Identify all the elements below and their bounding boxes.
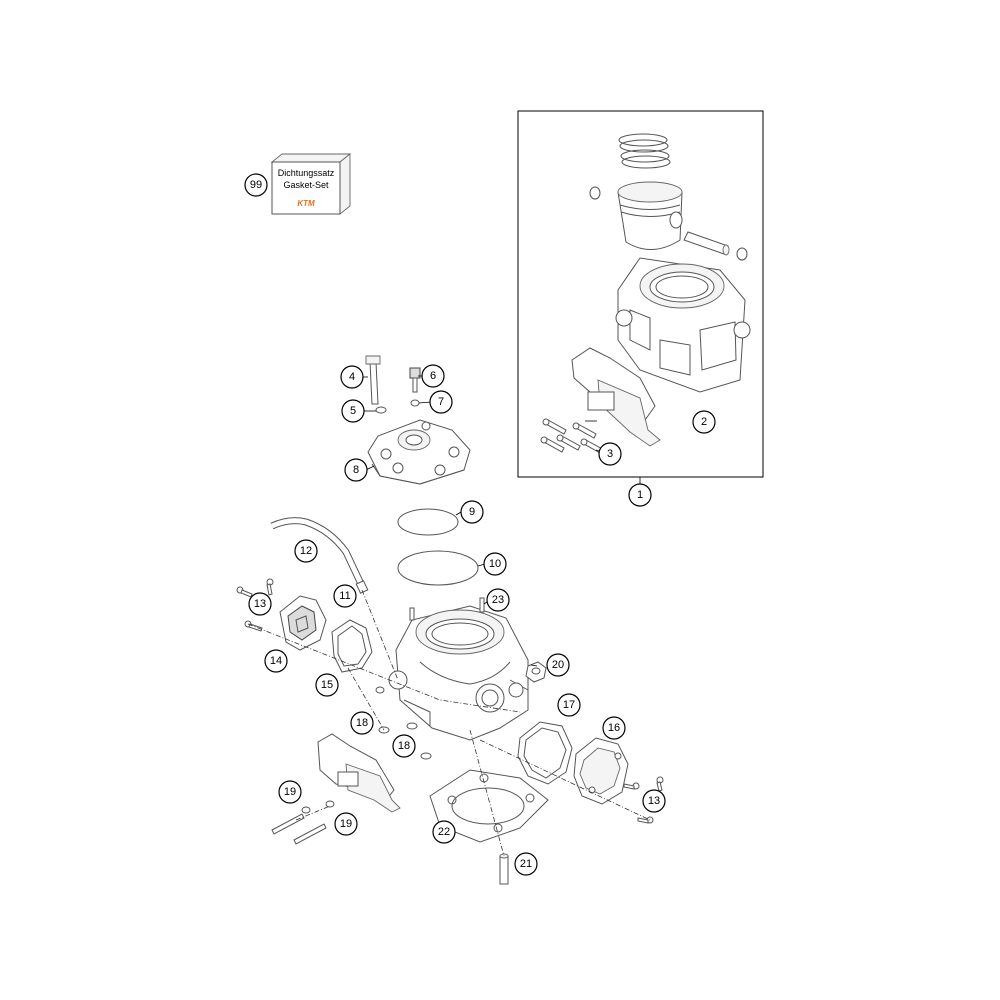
washer-7: [410, 399, 420, 407]
callout-17: 17: [557, 693, 581, 717]
axis-line-18: [347, 667, 385, 731]
svg-text:99: 99: [250, 179, 262, 191]
callout-21: 21: [514, 852, 538, 876]
exhaust-flange: [317, 733, 401, 813]
cylinder-head: [367, 419, 471, 485]
callout-13-right: 13: [642, 789, 666, 813]
kit-exhaust-cover: [571, 347, 661, 447]
washer-18a: [378, 726, 390, 734]
left-cover: [279, 595, 327, 651]
svg-text:19: 19: [284, 786, 296, 798]
right-screws: [623, 776, 664, 824]
svg-text:9: 9: [469, 506, 475, 518]
svg-text:10: 10: [489, 558, 501, 570]
svg-text:16: 16: [608, 722, 620, 734]
main-cylinder: [388, 605, 529, 741]
svg-text:1: 1: [637, 489, 643, 501]
callout-18-left: 18: [350, 711, 374, 735]
stud-left: [409, 607, 415, 621]
svg-text:18: 18: [398, 740, 410, 752]
svg-text:13: 13: [648, 795, 660, 807]
ktm-logo: KTM: [297, 199, 315, 208]
piston: [617, 181, 683, 250]
callout-14: 14: [264, 649, 288, 673]
left-gasket: [331, 619, 373, 673]
piston-pin: [683, 231, 730, 256]
callout-23: 23: [486, 588, 510, 612]
callout-1: 1: [628, 483, 652, 507]
callout-4: 4: [340, 365, 364, 389]
breather-hose: [270, 517, 369, 594]
exhaust-bolts: [271, 800, 335, 845]
svg-text:3: 3: [607, 448, 613, 460]
svg-text:14: 14: [270, 655, 282, 667]
dowel-pin: [499, 853, 509, 885]
svg-text:23: 23: [492, 594, 504, 606]
svg-text:15: 15: [321, 679, 333, 691]
svg-text:6: 6: [430, 370, 436, 382]
callout-10: 10: [483, 552, 507, 576]
svg-text:22: 22: [438, 826, 450, 838]
svg-text:18: 18: [356, 717, 368, 729]
right-gasket: [517, 721, 573, 785]
head-bolt-4: [365, 355, 381, 405]
callout-99: 99: [244, 173, 268, 197]
callout-12: 12: [294, 539, 318, 563]
axis-line-right: [479, 739, 651, 821]
gasket-set-label-en: Gasket-Set: [283, 180, 329, 190]
o-ring-9: [397, 508, 459, 536]
svg-text:8: 8: [353, 464, 359, 476]
callout-7: 7: [429, 390, 453, 414]
callout-22: 22: [432, 820, 456, 844]
svg-text:21: 21: [520, 858, 532, 870]
callout-15: 15: [315, 673, 339, 697]
svg-text:17: 17: [563, 699, 575, 711]
svg-text:7: 7: [438, 396, 444, 408]
callout-20: 20: [546, 653, 570, 677]
callout-3: 3: [598, 442, 622, 466]
cylinder-kit-frame: [517, 110, 764, 478]
washer-18b: [406, 722, 418, 730]
callout-11: 11: [333, 584, 357, 608]
gasket-set-box: Dichtungssatz Gasket-Set KTM: [270, 153, 352, 215]
callout-2: 2: [692, 410, 716, 434]
svg-text:4: 4: [349, 371, 355, 383]
stud-6: [409, 367, 421, 393]
washer-5: [375, 406, 387, 414]
svg-text:11: 11: [339, 590, 350, 602]
kit-cylinder: [615, 257, 751, 393]
svg-text:12: 12: [300, 545, 312, 557]
svg-text:2: 2: [701, 416, 707, 428]
callout-5: 5: [341, 399, 365, 423]
axis-line-dowel: [469, 729, 505, 857]
right-cover: [573, 737, 629, 805]
axis-line-hose: [361, 589, 399, 681]
callout-16: 16: [602, 716, 626, 740]
svg-text:19: 19: [340, 818, 352, 830]
callout-19-top: 19: [278, 780, 302, 804]
axis-line-left: [247, 623, 521, 713]
kit-bolts: [540, 418, 605, 455]
washer-18c: [420, 752, 432, 760]
axis-line-exhaust: [295, 805, 331, 821]
callout-8: 8: [344, 458, 368, 482]
nut-20: [525, 661, 547, 683]
gasket-set-label-de: Dichtungssatz: [278, 168, 335, 178]
o-ring-10: [397, 550, 479, 586]
svg-text:20: 20: [552, 659, 564, 671]
callout-6: 6: [421, 364, 445, 388]
callout-18-right: 18: [392, 734, 416, 758]
callout-9: 9: [460, 500, 484, 524]
piston-rings: [618, 133, 671, 169]
circlip-right: [736, 247, 748, 261]
svg-text:5: 5: [350, 405, 356, 417]
callout-19-bottom: 19: [334, 812, 358, 836]
circlip-left: [589, 186, 601, 200]
svg-text:13: 13: [254, 598, 266, 610]
stud-23: [479, 597, 485, 613]
callout-13-left: 13: [248, 592, 272, 616]
washer-18d: [375, 686, 385, 694]
